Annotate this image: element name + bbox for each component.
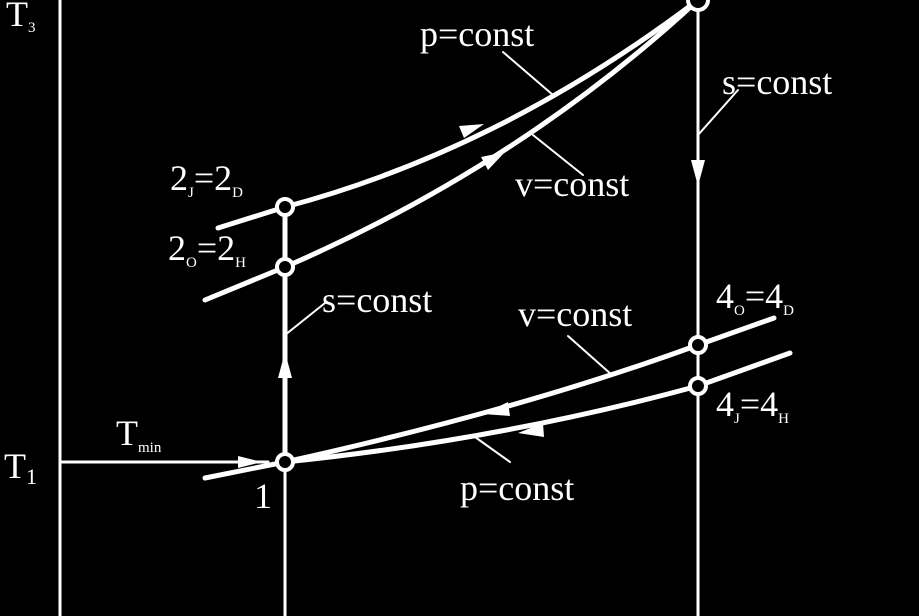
expansion-arrow (691, 160, 705, 186)
v-const-heat-rejection-curve (282, 315, 777, 465)
p-const-heat-rejection-curve (202, 350, 793, 481)
t3-label: T3 (6, 0, 36, 36)
v-const-top-arrow (481, 152, 505, 170)
state-point-2j-2d (275, 197, 295, 217)
point-4j-4h-label: 4J=4H (716, 384, 789, 427)
v-const-bottom-label: v=const (518, 294, 632, 334)
state-point-1 (275, 452, 295, 472)
point-2j-2d-label: 2J=2D (170, 158, 243, 201)
leader-v-const-bottom (567, 335, 613, 376)
state-point-2o-2h (275, 257, 295, 277)
state-point-4j-4h (688, 376, 708, 396)
point-1-label: 1 (254, 476, 272, 516)
tmin-arrow (238, 456, 262, 468)
point-2o-2h-label: 2O=2H (168, 228, 246, 271)
p-const-bottom-label: p=const (460, 468, 574, 508)
leader-s-const-left (284, 302, 326, 336)
v-const-top-label: v=const (515, 164, 629, 204)
leader-p-const-top (502, 51, 554, 96)
s-const-right-label: s=const (722, 62, 832, 102)
p-const-bottom-arrow (518, 423, 544, 437)
p-const-top-arrow (459, 124, 484, 138)
leader-s-const-right (697, 89, 739, 136)
tmin-label: Tmin (116, 413, 162, 456)
point-4o-4d-label: 4O=4D (716, 276, 794, 319)
state-point-4o-4d (688, 335, 708, 355)
compression-arrow (278, 352, 292, 378)
leader-v-const-top (532, 134, 584, 176)
v-const-bottom-arrow (483, 402, 510, 416)
state-point-3 (686, 0, 710, 12)
leader-p-const-bottom (474, 436, 511, 463)
p-const-heat-addition-curve (215, 0, 701, 231)
t1-label: T1 (4, 446, 37, 489)
s-const-left-label: s=const (322, 280, 432, 320)
p-const-top-label: p=const (420, 14, 534, 54)
